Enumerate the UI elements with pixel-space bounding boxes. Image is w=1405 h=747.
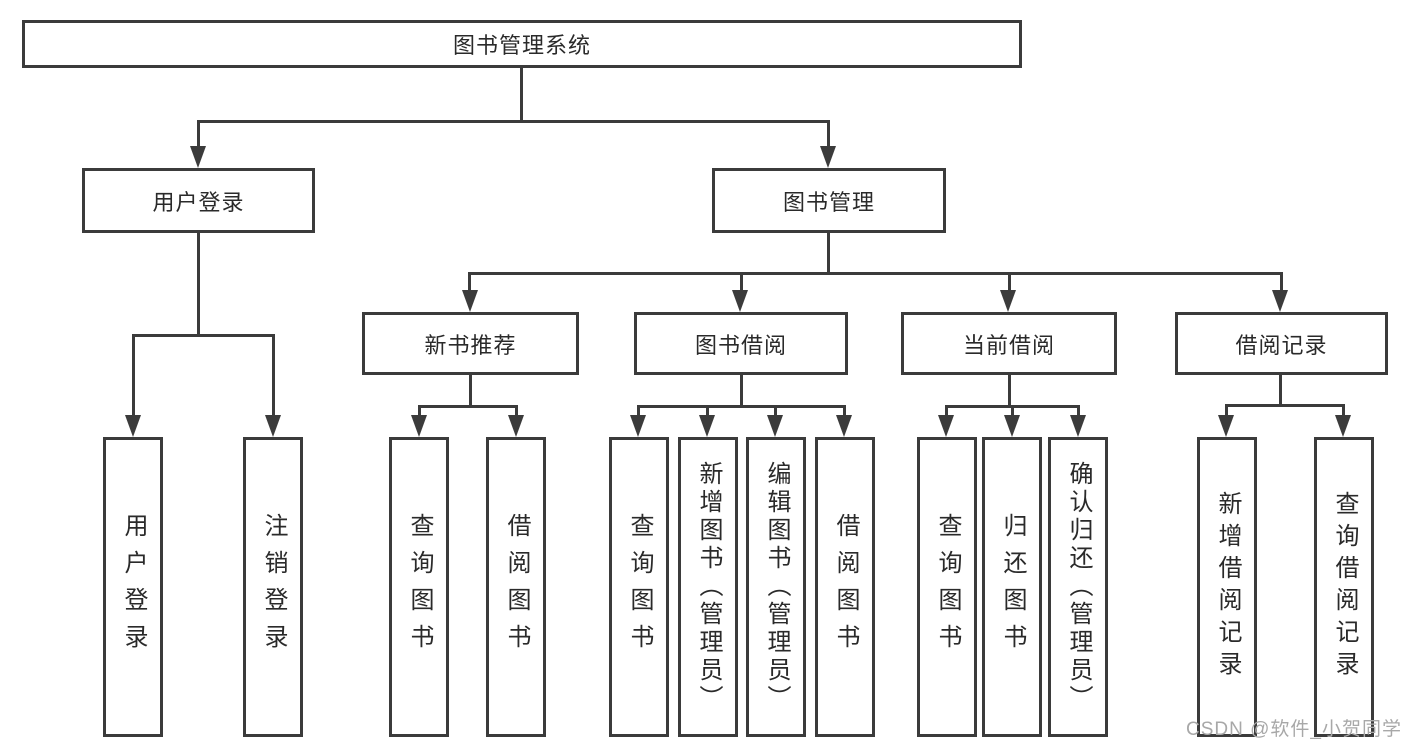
connector-line: [1280, 272, 1283, 292]
leaf-query-books-recommend: 查询图书: [389, 437, 449, 737]
arrow-down-icon: [1000, 290, 1016, 312]
connector-line: [637, 405, 640, 417]
arrow-down-icon: [411, 415, 427, 437]
connector-line: [1342, 404, 1345, 417]
connector-line: [827, 233, 830, 274]
leaf-user-login: 用户登录: [103, 437, 163, 737]
node-user-login: 用户登录: [82, 168, 315, 233]
connector-line: [418, 405, 518, 408]
connector-line: [706, 405, 709, 417]
leaf-confirm-return-admin: 确认归还（管理员）: [1048, 437, 1108, 737]
connector-line: [132, 334, 135, 417]
node-label: 当前借阅: [962, 332, 1055, 358]
connector-line: [197, 233, 200, 336]
connector-line: [418, 405, 421, 417]
node-label: 图书借阅: [694, 332, 787, 358]
node-root: 图书管理系统: [22, 20, 1022, 68]
leaf-borrow-books-recommend: 借阅图书: [486, 437, 546, 737]
connector-line: [132, 334, 275, 337]
node-root-label: 图书管理系统: [452, 33, 591, 58]
connector-line: [469, 373, 472, 408]
node-new-book-recommend: 新书推荐: [362, 312, 579, 375]
connector-line: [197, 120, 830, 123]
leaf-label: 查询借阅记录: [1331, 491, 1358, 683]
connector-line: [1077, 405, 1080, 417]
node-book-borrow: 图书借阅: [634, 312, 848, 375]
connector-line: [843, 405, 846, 417]
connector-line: [740, 373, 743, 408]
connector-line: [468, 272, 471, 292]
arrow-down-icon: [265, 415, 281, 437]
arrow-down-icon: [1335, 415, 1351, 437]
leaf-label: 归还图书: [999, 513, 1026, 661]
arrow-down-icon: [699, 415, 715, 437]
connector-line: [468, 272, 1282, 275]
connector-line: [1008, 272, 1011, 292]
leaf-return-book: 归还图书: [982, 437, 1042, 737]
leaf-borrow-books: 借阅图书: [815, 437, 875, 737]
arrow-down-icon: [190, 146, 206, 168]
leaf-label: 查询图书: [626, 513, 653, 661]
arrow-down-icon: [938, 415, 954, 437]
leaf-label: 编辑图书（管理员）: [763, 461, 790, 713]
connector-line: [945, 405, 948, 417]
leaf-add-borrow-record: 新增借阅记录: [1197, 437, 1257, 737]
arrow-down-icon: [508, 415, 524, 437]
leaf-label: 用户登录: [120, 513, 147, 661]
connector-line: [197, 120, 200, 148]
node-label: 用户登录: [152, 189, 245, 215]
watermark: CSDN @软件_小贺同学: [1186, 719, 1402, 740]
arrow-down-icon: [732, 290, 748, 312]
connector-line: [1011, 405, 1014, 417]
leaf-query-books-current: 查询图书: [917, 437, 977, 737]
leaf-label: 查询图书: [406, 513, 433, 661]
connector-line: [1008, 373, 1011, 408]
connector-line: [1225, 404, 1345, 407]
arrow-down-icon: [462, 290, 478, 312]
leaf-label: 确认归还（管理员）: [1065, 461, 1092, 713]
arrow-down-icon: [125, 415, 141, 437]
arrow-down-icon: [1004, 415, 1020, 437]
leaf-label: 新增图书（管理员）: [695, 461, 722, 713]
leaf-label: 查询图书: [934, 513, 961, 661]
node-book-management: 图书管理: [712, 168, 946, 233]
arrow-down-icon: [820, 146, 836, 168]
connector-line: [740, 272, 743, 292]
leaf-label: 新增借阅记录: [1214, 491, 1241, 683]
node-borrow-records: 借阅记录: [1175, 312, 1388, 375]
arrow-down-icon: [767, 415, 783, 437]
arrow-down-icon: [1272, 290, 1288, 312]
connector-line: [637, 405, 846, 408]
leaf-query-books-borrow: 查询图书: [609, 437, 669, 737]
node-label: 借阅记录: [1235, 332, 1328, 358]
connector-line: [520, 68, 523, 123]
leaf-label: 借阅图书: [503, 513, 530, 661]
arrow-down-icon: [1218, 415, 1234, 437]
leaf-label: 借阅图书: [832, 513, 859, 661]
leaf-edit-book-admin: 编辑图书（管理员）: [746, 437, 806, 737]
arrow-down-icon: [836, 415, 852, 437]
node-current-borrow: 当前借阅: [901, 312, 1117, 375]
leaf-add-book-admin: 新增图书（管理员）: [678, 437, 738, 737]
node-label: 新书推荐: [424, 332, 517, 358]
arrow-down-icon: [630, 415, 646, 437]
leaf-label: 注销登录: [260, 513, 287, 661]
connector-line: [1279, 373, 1282, 407]
leaf-query-borrow-record: 查询借阅记录: [1314, 437, 1374, 737]
connector-line: [774, 405, 777, 417]
node-label: 图书管理: [782, 189, 875, 215]
leaf-logout: 注销登录: [243, 437, 303, 737]
arrow-down-icon: [1070, 415, 1086, 437]
connector-line: [827, 120, 830, 148]
connector-line: [1225, 404, 1228, 417]
connector-line: [272, 334, 275, 417]
connector-line: [515, 405, 518, 417]
